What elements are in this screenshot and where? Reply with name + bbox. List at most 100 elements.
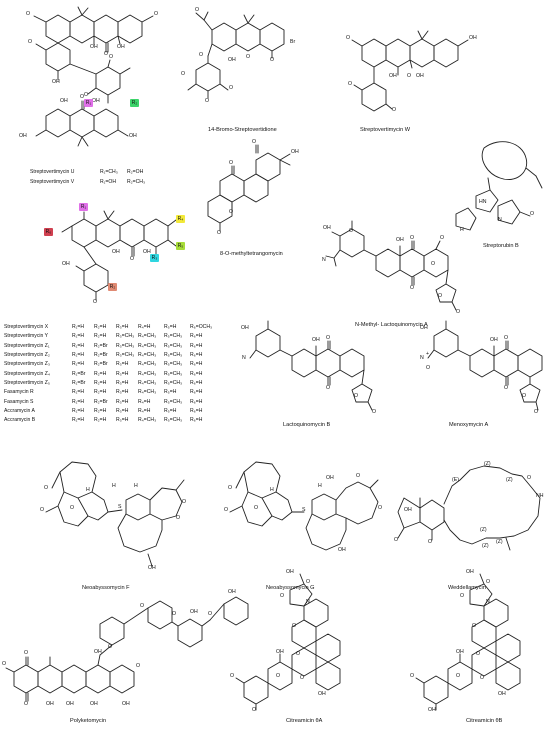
bromo-o-6: O (229, 85, 234, 91)
r2-value: R₂=CH₃ (127, 178, 146, 185)
r-value: R₃=H (116, 370, 129, 377)
pk-oh-5: OH (94, 649, 102, 655)
streptorubin-hn: HN (479, 199, 487, 205)
r-value: R₄=CH₃ (138, 380, 157, 387)
pk-o-3: O (2, 661, 7, 667)
otm-o-3: O (229, 209, 234, 215)
r-value: R₃=CH₃ (116, 333, 135, 340)
compound-name: Fasamycin R (4, 389, 34, 396)
pk-o-8: O (208, 611, 213, 617)
r-value: R₆=OCH₃ (190, 324, 213, 330)
wed-nh: NH (536, 493, 544, 499)
lqb-o-3: O (354, 393, 359, 399)
pk-oh-2: OH (66, 701, 74, 707)
ctb-oh-1: OH (456, 649, 464, 655)
x-o-1: O (130, 256, 135, 262)
wed-e-1: (E) (452, 477, 459, 483)
r-value: R₆=H (190, 333, 203, 340)
r-value: R₃=H (116, 361, 129, 368)
otm-oh: OH (291, 149, 299, 155)
bromo-o-7: O (205, 98, 210, 104)
r-value: R₅=CH₃ (164, 380, 183, 387)
uv-middle-aryl (35, 42, 131, 104)
cta-o-5: O (276, 673, 281, 679)
r-value: R₆=H (190, 352, 203, 359)
r-value: R₁=H (72, 389, 85, 396)
r-value: R₅=CH₃ (164, 352, 183, 359)
r-value: R₁=H (72, 342, 85, 349)
w-o-3: O (348, 81, 353, 87)
nml-n: N (322, 257, 326, 263)
compound-name: Streptovertimycin V (30, 178, 75, 185)
bromo-o-1: O (195, 7, 200, 13)
wed-z-3: (Z) (480, 527, 487, 533)
r-value: R₃=CH₃ (116, 352, 135, 359)
r2-value: R₂=OH (127, 169, 144, 175)
nml-o-4: O (440, 235, 445, 241)
nag-o-5: O (378, 505, 383, 511)
wed-z-2: (Z) (506, 477, 513, 483)
bromo-o-4: O (270, 57, 275, 63)
r-value: R₃=CH₃ (116, 342, 135, 349)
r-value: R₁=Br (72, 370, 86, 377)
r-value: R₂=Br (94, 361, 108, 368)
uv-oh-6: OH (19, 133, 27, 139)
pk-o-7: O (172, 611, 177, 617)
w-oh-2: OH (389, 73, 397, 79)
x-r1-highlight: R₁ (79, 203, 88, 211)
nml-o-3: O (410, 285, 415, 291)
r-value: R₄=H (138, 324, 151, 330)
uv-o-4: O (154, 11, 159, 17)
r-value: R₄=CH₃ (138, 333, 157, 340)
otm-o-4: O (217, 230, 222, 236)
pk-o-2: O (24, 701, 29, 707)
naf-o-5: O (176, 515, 181, 521)
r-value: R₂=H (94, 380, 107, 387)
ctb-o-3: O (472, 623, 477, 629)
naf-o-2: O (40, 507, 45, 513)
compound-name: Streptovertimycin Y (4, 333, 49, 340)
r-value: R₁=H (72, 417, 85, 424)
menox-o-1: O (504, 335, 509, 341)
nag-o-1: O (228, 485, 233, 491)
uv-r1-highlight: R₁ (84, 99, 93, 107)
r-value: R₆=H (190, 389, 203, 396)
nag-o-3: O (254, 505, 259, 511)
ctb-oh-3: OH (428, 707, 436, 713)
w-o-1: O (346, 35, 351, 41)
neoabyssomycin-g-label: Neoabyssomycin G (266, 585, 315, 591)
r-value: R₂=H (94, 370, 107, 377)
menox-oh: OH (490, 337, 498, 343)
compound-name: Streptovertimycin X (4, 324, 49, 330)
menox-n: N (420, 355, 424, 361)
ctb-o-1: O (460, 593, 465, 599)
uv-upper-anthracene (33, 6, 154, 53)
naf-o-3: O (70, 505, 75, 511)
cta-o-4: O (296, 651, 301, 657)
cta-oh-1: OH (276, 649, 284, 655)
x-r6-highlight: R₆ (44, 228, 53, 236)
r1-value: R₁=OH (100, 178, 117, 185)
pk-o-4: O (136, 663, 141, 669)
r-value: R₂=H (94, 389, 107, 396)
r-value: R₃=H (116, 408, 129, 415)
uv-r2-highlight: R₂ (130, 99, 139, 107)
lqb-ho: OH (241, 325, 249, 331)
r-value: R₅=CH₃ (164, 333, 183, 340)
r-value: R₄=CH₃ (138, 352, 157, 359)
r-value: R₅=CH₃ (164, 361, 183, 368)
naf-s: S (118, 504, 122, 510)
nag-o-2: O (224, 507, 229, 513)
ctb-o-2: O (486, 579, 491, 585)
bromo-oh-1: OH (228, 57, 236, 63)
uv-o-7: O (80, 94, 85, 100)
compound-name: Streptovertimycin Z₄ (4, 370, 50, 377)
r-value: R₅=CH₃ (164, 398, 183, 405)
